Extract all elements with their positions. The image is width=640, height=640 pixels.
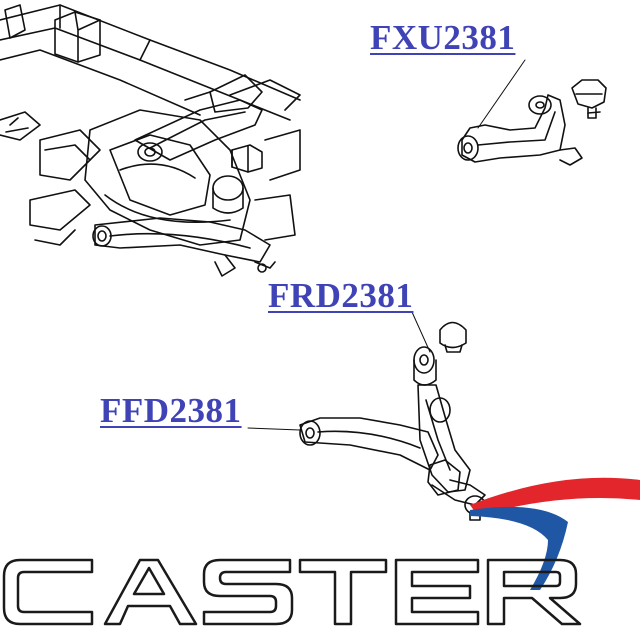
- upper-control-arm-drawing: [457, 59, 607, 166]
- lower-control-arm-drawing: [247, 311, 486, 521]
- part-label-ffd2381[interactable]: FFD2381: [100, 391, 242, 430]
- part-label-fxu2381[interactable]: FXU2381: [370, 18, 516, 57]
- assembled-suspension-drawing: [0, 4, 301, 277]
- part-label-frd2381[interactable]: FRD2381: [268, 276, 414, 315]
